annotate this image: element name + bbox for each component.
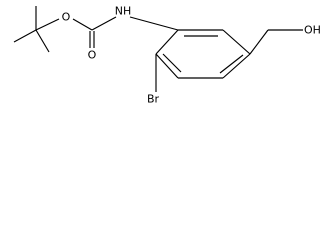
amide-nitrogen-label: NH: [115, 5, 132, 18]
bond-tbu-methyl-left: [13, 29, 37, 43]
hydroxyl-label: OH: [304, 24, 321, 37]
bond-ring-inner-double-right: [219, 54, 244, 74]
bond-ring-c3-c4: [222, 53, 251, 79]
bromine-label: Br: [147, 93, 160, 106]
bond-ether-oxygen-to-carbonyl: [72, 18, 93, 31]
chemical-structure-diagram: O O NH Br OH: [13, 5, 321, 106]
bond-ring-c5-c6: [155, 53, 179, 79]
carbonyl-oxygen-label: O: [88, 49, 97, 62]
bond-ring-inner-double-left: [162, 53, 182, 73]
bond-tbu-methyl-bottom: [35, 29, 50, 53]
bond-ring-c6-c1: [155, 29, 179, 55]
bonds: [13, 6, 303, 92]
bond-ring-to-ch2: [249, 29, 269, 55]
bond-ring-c2-c3: [222, 29, 251, 55]
ether-oxygen-label: O: [62, 11, 71, 24]
bond-nitrogen-to-ring: [129, 16, 179, 31]
atom-labels: O O NH Br OH: [62, 5, 321, 106]
bond-carbonyl-to-nitrogen: [91, 16, 117, 31]
bond-tbu-to-ether-oxygen: [35, 18, 60, 31]
